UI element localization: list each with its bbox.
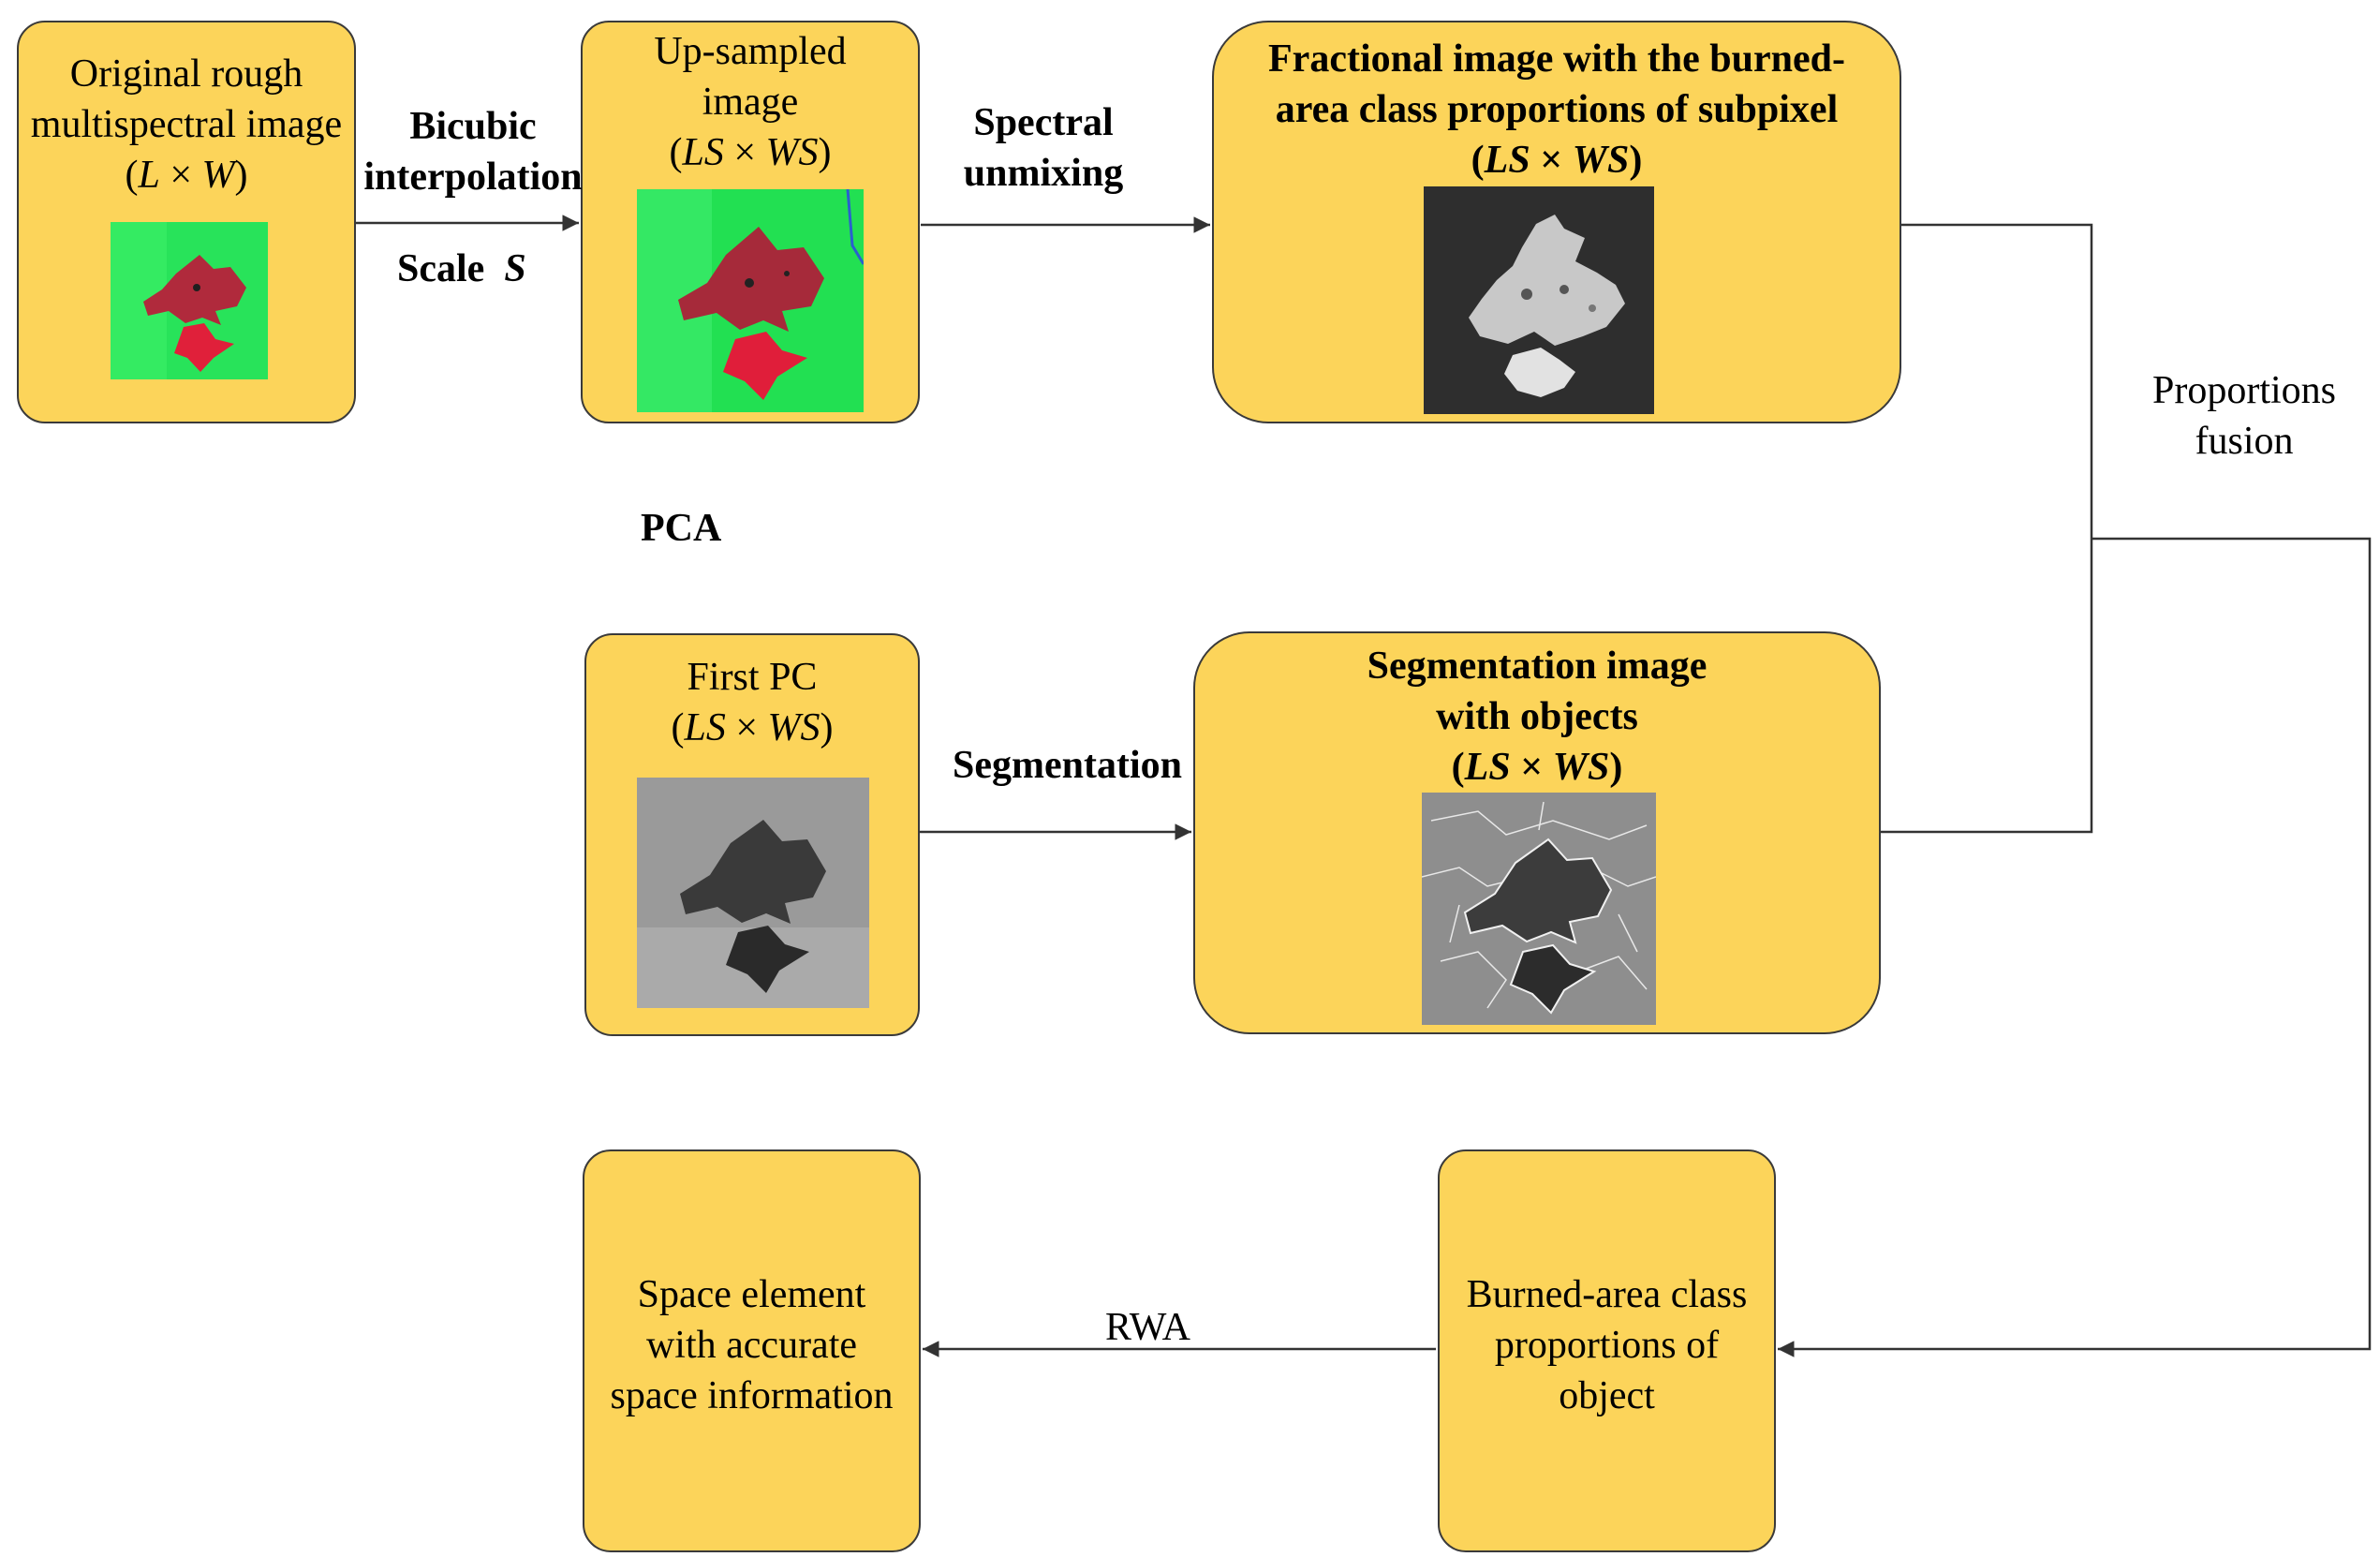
node-firstpc-line1: First PC	[687, 656, 818, 699]
edge-label-segmentation: Segmentation	[953, 744, 1182, 787]
node-burned-line1: Burned-area class	[1466, 1273, 1748, 1316]
node-first-pc: First PC (LS × WS)	[584, 633, 920, 1036]
upsampled-image-thumbnail	[637, 189, 864, 412]
node-burned-line3: object	[1559, 1374, 1655, 1417]
node-segmentation-dims: (LS × WS)	[1451, 746, 1623, 789]
edge-label-pca: PCA	[641, 507, 722, 550]
node-space-line2: with accurate	[645, 1324, 858, 1367]
edge-label-rwa: RWA	[1105, 1306, 1191, 1349]
line-fractional-to-fusion	[1901, 223, 2093, 539]
node-fractional-line2: area class proportions of subpixel	[1275, 88, 1839, 131]
node-upsampled-image: Up-sampled image (LS × WS)	[581, 21, 920, 423]
node-space-element: Space element with accurate space inform…	[583, 1149, 921, 1552]
edge-label-bicubic: Bicubic interpolation	[363, 105, 583, 199]
edge-label-proportions-fusion: Proportions fusion	[2151, 369, 2337, 463]
node-space-line1: Space element	[637, 1273, 866, 1316]
node-fractional-image: Fractional image with the burned- area c…	[1212, 21, 1901, 423]
node-segmentation-line1: Segmentation image	[1367, 645, 1707, 688]
node-fractional-line1: Fractional image with the burned-	[1268, 37, 1845, 81]
node-space-line3: space information	[610, 1374, 894, 1417]
segmentation-image-thumbnail	[1422, 793, 1656, 1025]
node-upsampled-line1: Up-sampled	[654, 30, 847, 73]
edge-label-scale: Scale S	[397, 247, 526, 290]
node-segmentation-image: Segmentation image with objects (LS × WS…	[1193, 631, 1881, 1034]
node-upsampled-dims: (LS × WS)	[669, 131, 832, 174]
node-burned-area-object: Burned-area class proportions of object	[1438, 1149, 1776, 1552]
line-segmentation-to-fusion	[1881, 539, 2093, 834]
node-original-dims: (L × W)	[125, 154, 248, 197]
first-pc-thumbnail	[637, 778, 869, 1008]
node-segmentation-line2: with objects	[1436, 695, 1638, 738]
node-original-line1: Original rough	[69, 52, 303, 96]
edge-label-spectral-unmixing: Spectral unmixing	[963, 101, 1124, 195]
node-original-image: Original rough multispectral image (L × …	[17, 21, 356, 423]
original-image-thumbnail	[111, 222, 268, 379]
node-original-line2: multispectral image	[30, 103, 343, 146]
arrow-fusion-to-burned-object	[1778, 537, 2372, 1357]
fractional-image-thumbnail	[1424, 186, 1654, 414]
node-firstpc-dims: (LS × WS)	[671, 706, 834, 749]
node-burned-line2: proportions of	[1494, 1324, 1720, 1367]
node-fractional-dims: (LS × WS)	[1471, 139, 1643, 182]
node-upsampled-line2: image	[702, 81, 799, 124]
